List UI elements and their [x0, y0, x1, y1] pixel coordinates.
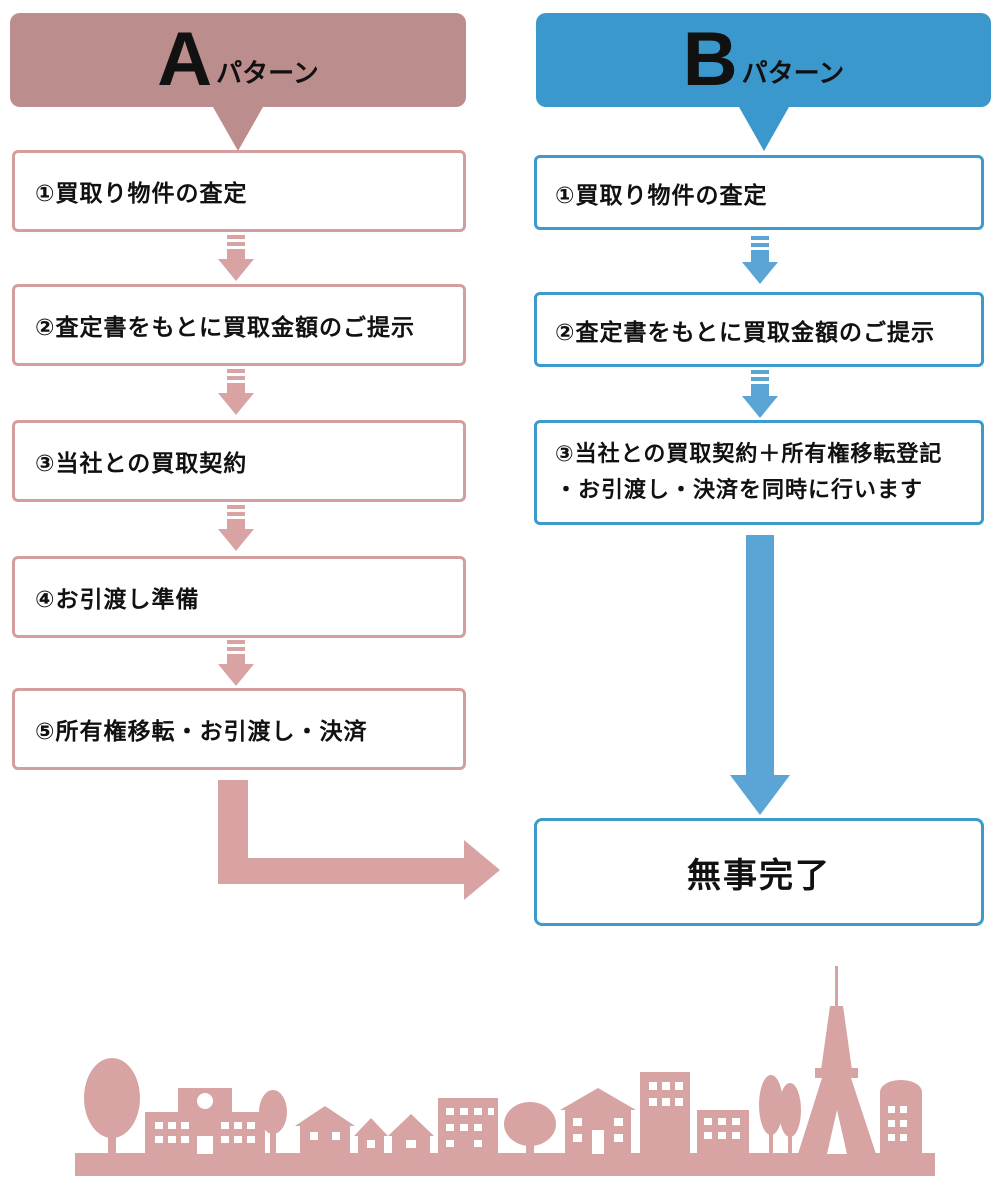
pattern-b-step-3-line-1: ③当社との買取契約＋所有権移転登記	[555, 441, 943, 467]
pattern-b-down-arrow-2	[742, 370, 778, 418]
pattern-a-step-3: ③当社との買取契約	[12, 420, 466, 502]
pattern-a-step-1: ①買取り物件の査定	[12, 150, 466, 232]
completion-box: 無事完了	[534, 818, 984, 926]
pattern-a-down-arrow-2	[218, 369, 254, 415]
pattern-b-letter: B	[682, 17, 738, 102]
pattern-a-step-4: ④お引渡し準備	[12, 556, 466, 638]
pattern-b-to-completion-arrow	[730, 535, 790, 815]
pattern-b-word: パターン	[741, 58, 845, 89]
pattern-a-step-2: ②査定書をもとに買取金額のご提示	[12, 284, 466, 366]
pattern-a-letter: A	[157, 17, 213, 102]
pattern-a-header: A パターン	[10, 13, 466, 107]
pattern-b-down-arrow-1	[742, 236, 778, 284]
pattern-b-header: B パターン	[536, 13, 991, 107]
pattern-a-pointer	[213, 107, 263, 151]
pattern-a-step-5: ⑤所有権移転・お引渡し・決済	[12, 688, 466, 770]
pattern-b-step-1: ①買取り物件の査定	[534, 155, 984, 230]
city-skyline-illustration	[75, 966, 935, 1176]
pattern-b-pointer	[739, 107, 789, 151]
pattern-a-down-arrow-3	[218, 505, 254, 551]
pattern-b-step-3: ③当社との買取契約＋所有権移転登記 ・お引渡し・決済を同時に行います	[534, 420, 984, 525]
pattern-b-step-2: ②査定書をもとに買取金額のご提示	[534, 292, 984, 367]
pattern-a-to-completion-arrow	[218, 780, 500, 900]
pattern-b-step-3-line-2: ・お引渡し・決済を同時に行います	[555, 477, 924, 503]
pattern-a-down-arrow-1	[218, 235, 254, 281]
pattern-a-word: パターン	[216, 58, 319, 89]
pattern-a-down-arrow-4	[218, 640, 254, 686]
